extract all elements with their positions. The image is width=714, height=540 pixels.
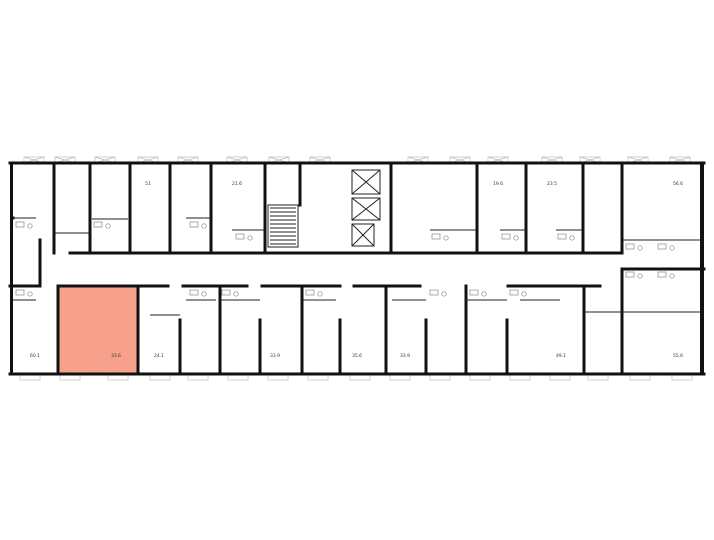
unit-area-bottom-7: 49.1 xyxy=(556,353,566,359)
toilet-icon xyxy=(317,291,323,297)
bathtub-icon xyxy=(305,289,315,296)
toilet-icon xyxy=(637,245,643,251)
toilet-icon xyxy=(247,235,253,241)
toilet-icon xyxy=(669,273,675,279)
toilet-icon xyxy=(481,291,487,297)
unit-area-top-2: 21.6 xyxy=(232,181,242,187)
bathtub-icon xyxy=(189,289,199,296)
bathtub-icon xyxy=(557,233,567,240)
unit-area-top-1: 51 xyxy=(145,181,151,187)
bathtub-icon xyxy=(429,289,439,296)
toilet-icon xyxy=(443,235,449,241)
toilet-icon xyxy=(233,291,239,297)
unit-area-bottom-3: 24.1 xyxy=(154,353,164,359)
bathrooms xyxy=(15,221,675,297)
unit-area-bottom-2[interactable]: 33.6 xyxy=(111,353,121,359)
unit-area-bottom-1: 60.1 xyxy=(30,353,40,359)
unit-area-top-3: 19.6 xyxy=(493,181,503,187)
bathtub-icon xyxy=(657,243,667,250)
bathtub-icon xyxy=(501,233,511,240)
bathtub-icon xyxy=(469,289,479,296)
selected-apartment-highlight[interactable] xyxy=(57,285,139,375)
unit-area-top-5: 56.6 xyxy=(673,181,683,187)
toilet-icon xyxy=(201,223,207,229)
bathtub-icon xyxy=(189,221,199,228)
unit-area-bottom-4: 33.9 xyxy=(270,353,280,359)
unit-area-bottom-6: 33.9 xyxy=(400,353,410,359)
toilet-icon xyxy=(637,273,643,279)
bathtub-icon xyxy=(625,271,635,278)
bathtub-icon xyxy=(15,289,25,296)
bathtub-icon xyxy=(625,243,635,250)
unit-area-bottom-8: 55.6 xyxy=(673,353,683,359)
unit-area-bottom-5: 35.6 xyxy=(352,353,362,359)
toilet-icon xyxy=(521,291,527,297)
toilet-icon xyxy=(569,235,575,241)
bathtub-icon xyxy=(431,233,441,240)
toilet-icon xyxy=(201,291,207,297)
toilet-icon xyxy=(27,291,33,297)
walls xyxy=(8,161,706,376)
toilet-icon xyxy=(441,291,447,297)
bathtub-icon xyxy=(509,289,519,296)
bathtub-icon xyxy=(15,221,25,228)
toilet-icon xyxy=(669,245,675,251)
elevator-shafts xyxy=(351,169,381,247)
bathtub-icon xyxy=(235,233,245,240)
bathtub-icon xyxy=(221,289,231,296)
bathtub-icon xyxy=(657,271,667,278)
stairwell xyxy=(267,204,299,248)
toilet-icon xyxy=(105,223,111,229)
bathtub-icon xyxy=(93,221,103,228)
toilet-icon xyxy=(513,235,519,241)
unit-area-top-4: 23.5 xyxy=(547,181,557,187)
toilet-icon xyxy=(27,223,33,229)
area-labels: 51 21.6 19.6 23.5 56.6 60.1 33.6 24.1 33… xyxy=(30,181,683,359)
